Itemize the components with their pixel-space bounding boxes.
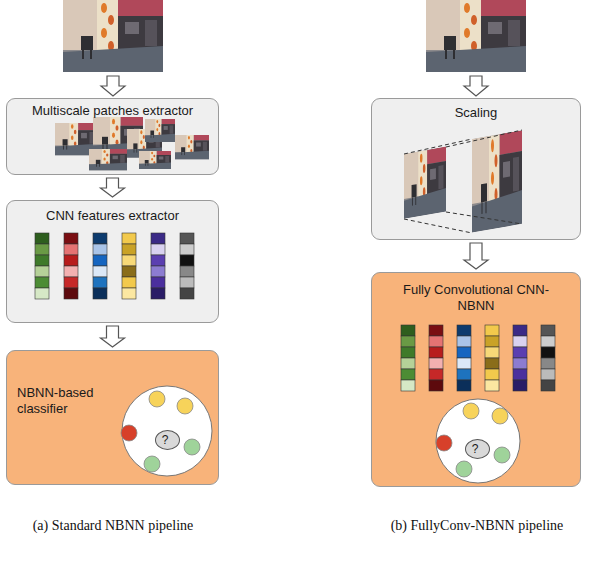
node-label: ? [466,440,484,458]
process-box: CNN features extractor [6,200,219,323]
flow-arrow [464,243,488,269]
box-illustration [7,351,220,486]
input-image [426,0,526,72]
node-label: ? [156,431,174,449]
node-label: Fully Convolutional CNN-NBNN [401,282,551,314]
input-arrow [101,76,125,96]
input-arrow [464,76,488,96]
subfigure-caption: (b) FullyConv-NBNN pipeline [364,518,590,534]
node-label: NBNN-based classifier [17,385,99,417]
process-box: Multiscale patches extractor [6,98,219,175]
node-label: CNN features extractor [13,208,213,224]
node-label: Scaling [378,105,574,121]
process-box: Scaling [371,98,581,240]
box-illustration [372,99,582,241]
flow-arrow [101,326,125,347]
network-box: Fully Convolutional CNN-NBNN? [371,272,581,487]
query-point: ? [465,439,490,459]
input-image [63,0,163,72]
classifier-box: NBNN-based classifier? [6,350,219,485]
subfigure-caption: (a) Standard NBNN pipeline [0,518,226,534]
flow-arrow [101,178,125,197]
query-point: ? [155,430,180,450]
node-label: Multiscale patches extractor [13,103,213,119]
